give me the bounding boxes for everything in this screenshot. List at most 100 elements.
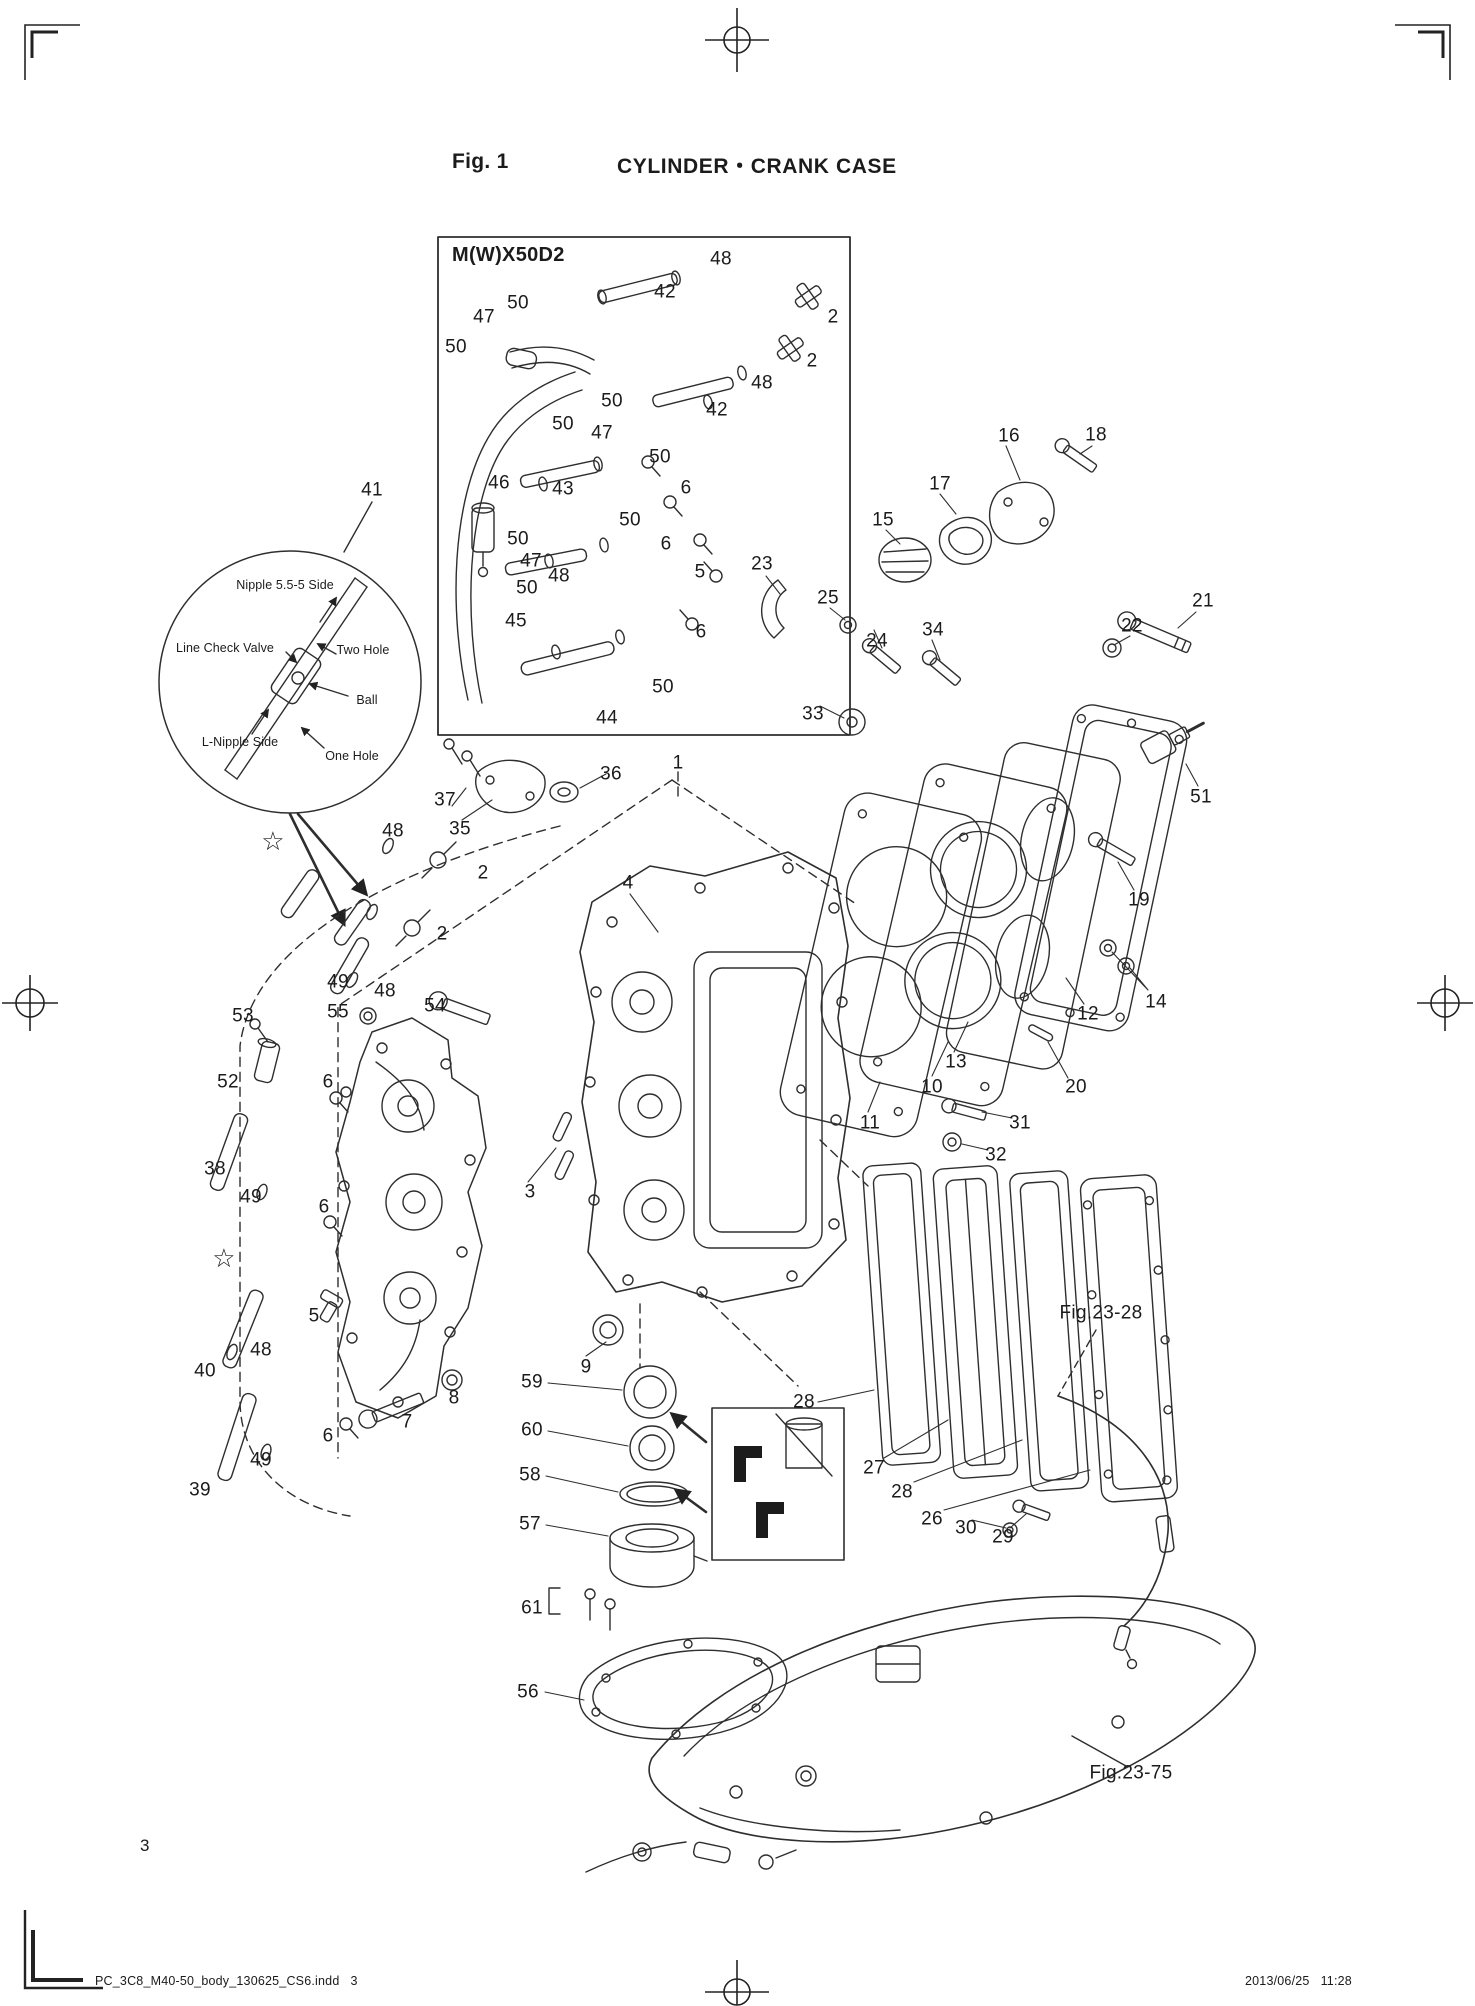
callout-57: 57	[519, 1513, 541, 1535]
seal-orientation-note-drawing	[669, 1407, 845, 1561]
callout-6: 6	[322, 1071, 334, 1093]
callout-5: 5	[308, 1305, 320, 1327]
callout-49: 49	[327, 971, 349, 993]
callout-2: 2	[477, 862, 489, 884]
callout-50: 50	[619, 509, 641, 531]
callout-19: 19	[1128, 889, 1150, 911]
exhaust-cover-drawing	[862, 1162, 1179, 1503]
callout-48: 48	[548, 565, 570, 587]
callout-50: 50	[516, 577, 538, 599]
callout-13: 13	[945, 1051, 967, 1073]
callout-50: 50	[601, 390, 623, 412]
callout-18: 18	[1085, 424, 1107, 446]
bottom-pan-drawing	[585, 1329, 1256, 1873]
callout-22: 22	[1121, 615, 1143, 637]
callout-1: 1	[672, 752, 684, 774]
seal-stack-drawing	[548, 1314, 788, 1740]
callout-39: 39	[189, 1479, 211, 1501]
callout-12: 12	[1077, 1003, 1099, 1025]
callout-50: 50	[552, 413, 574, 435]
callout-32: 32	[985, 1144, 1007, 1166]
callout-27: 27	[863, 1457, 885, 1479]
inset-box-drawing	[437, 236, 851, 736]
callout-30: 30	[955, 1517, 977, 1539]
callout-3: 3	[524, 1181, 536, 1203]
callout-31: 31	[1009, 1112, 1031, 1134]
callout-one-hole: One Hole	[325, 748, 379, 763]
breather-plate-drawing	[443, 738, 579, 814]
hardware-drawing	[760, 438, 1205, 1538]
footer-timestamp: 2013/06/25 11:28	[1245, 1974, 1352, 1988]
callout-56: 56	[517, 1681, 539, 1703]
callout-25: 25	[817, 587, 839, 609]
callout-52: 52	[217, 1071, 239, 1093]
callout-37: 37	[434, 789, 456, 811]
callout-2: 2	[827, 306, 839, 328]
callout-☆: ☆	[261, 826, 285, 856]
figure-title: CYLINDER・CRANK CASE	[617, 155, 897, 178]
footer-file-info: PC_3C8_M40-50_body_130625_CS6.indd 3	[95, 1974, 358, 1988]
callout-35: 35	[449, 818, 471, 840]
callout-24: 24	[866, 630, 888, 652]
callout-45: 45	[505, 610, 527, 632]
callout-50: 50	[507, 292, 529, 314]
model-variant-label: M(W)X50D2	[452, 244, 565, 266]
callout-17: 17	[929, 473, 951, 495]
callout-48: 48	[710, 248, 732, 270]
callout-49: 49	[240, 1186, 262, 1208]
callout-53: 53	[232, 1005, 254, 1027]
callout-two-hole: Two Hole	[336, 642, 390, 657]
leader-lines	[451, 445, 1199, 1701]
callout-33: 33	[802, 703, 824, 725]
inset-fittings	[641, 455, 723, 631]
page-number: 3	[140, 1836, 150, 1855]
callout-60: 60	[521, 1419, 543, 1441]
callout-☆: ☆	[212, 1243, 236, 1273]
callout-7: 7	[401, 1411, 413, 1433]
head-gasket-drawing	[779, 704, 1188, 1138]
callout-54: 54	[424, 995, 446, 1017]
callout-line-check-valve: Line Check Valve	[176, 640, 274, 655]
callout-50: 50	[652, 676, 674, 698]
callout-6: 6	[322, 1425, 334, 1447]
left-hose-drawing	[209, 825, 561, 1517]
callout-46: 46	[488, 472, 510, 494]
callout-47: 47	[473, 306, 495, 328]
callout-ball: Ball	[356, 692, 378, 707]
callout-48: 48	[751, 372, 773, 394]
callout-50: 50	[445, 336, 467, 358]
callout-2: 2	[806, 350, 818, 372]
inset-clips	[538, 270, 747, 660]
callout-26: 26	[921, 1508, 943, 1530]
callout-4: 4	[622, 872, 634, 894]
callout-2: 2	[436, 923, 448, 945]
crankcase-drawing	[335, 1017, 487, 1419]
callout-36: 36	[600, 763, 622, 785]
callout-55: 55	[327, 1001, 349, 1023]
cylinder-block-drawing	[552, 851, 851, 1303]
callout-15: 15	[872, 509, 894, 531]
callout-16: 16	[998, 425, 1020, 447]
callout-40: 40	[194, 1360, 216, 1382]
callout-9: 9	[580, 1356, 592, 1378]
callout-14: 14	[1145, 991, 1167, 1013]
callout-nipple-5.5-5-side: Nipple 5.5-5 Side	[236, 577, 334, 592]
callout-50: 50	[507, 528, 529, 550]
check-valve-detail-drawing	[158, 501, 422, 928]
thermostat-drawing	[878, 481, 1055, 583]
callout-fig.23-75: Fig.23-75	[1089, 1762, 1173, 1784]
callout-42: 42	[654, 281, 676, 303]
figure-label: Fig. 1	[452, 150, 509, 173]
callout-23: 23	[751, 553, 773, 575]
callout-8: 8	[448, 1387, 460, 1409]
callout-11: 11	[859, 1112, 881, 1134]
callout-10: 10	[921, 1076, 943, 1098]
callout-28: 28	[891, 1481, 913, 1503]
callout-6: 6	[660, 533, 672, 555]
callout-58: 58	[519, 1464, 541, 1486]
callout-l-nipple-side: L-Nipple Side	[201, 734, 279, 749]
callout-28: 28	[793, 1391, 815, 1413]
callout-42: 42	[706, 399, 728, 421]
